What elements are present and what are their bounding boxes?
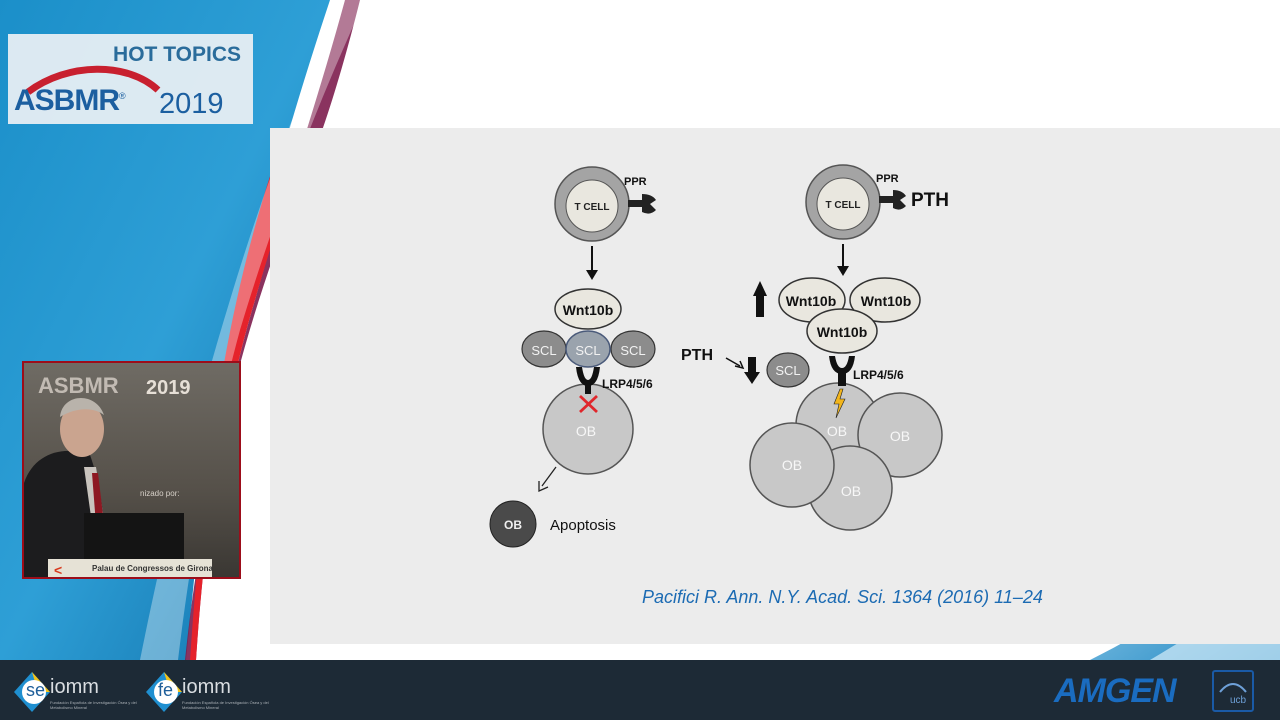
- video-organizer-text: nizado por:: [140, 489, 180, 498]
- podium-banner: < Palau de Congressos de Girona: [48, 559, 213, 578]
- video-backdrop-year: 2019: [146, 377, 191, 399]
- feiomm-name: iomm: [182, 676, 231, 698]
- ucb-emblem-icon: [1219, 683, 1247, 693]
- osteoblast-right-side: [857, 392, 943, 478]
- pth-arrow: [725, 357, 741, 367]
- wnt10b-ligand-2: [849, 277, 921, 323]
- ppr-receptor-icon: [628, 194, 656, 214]
- osteoblast-right-left: [749, 422, 835, 508]
- lrp-label-right: LRP4/5/6: [853, 368, 904, 382]
- citation-text: Pacifici R. Ann. N.Y. Acad. Sci. 1364 (2…: [642, 587, 1043, 607]
- pth-bound-label: PTH: [911, 190, 949, 211]
- ucb-logo: ucb: [1212, 670, 1254, 712]
- arrow-to-apoptosis: [541, 466, 557, 487]
- decrease-arrow-icon: [744, 357, 760, 384]
- scl-right-panel: [766, 352, 810, 388]
- blocked-signal-icon: [579, 394, 598, 414]
- scl-label-2: SCL: [575, 343, 600, 358]
- apoptosis-label: Apoptosis: [550, 517, 616, 534]
- ppr-label: PPR: [624, 176, 647, 188]
- ob-label-right-4: OB: [841, 483, 861, 499]
- lrp-receptor-right-icon: [829, 356, 855, 374]
- ob-label-left: OB: [576, 423, 596, 439]
- podium-text: Palau de Congressos de Girona: [92, 564, 213, 573]
- scl-label-1: SCL: [531, 343, 556, 358]
- feiomm-logo: fe iomm Fundación Española de Investigac…: [144, 670, 269, 714]
- increase-arrow-icon: [753, 281, 767, 317]
- speaker-video: ASBMR 2019 nizado por: < Palau de Congre…: [22, 361, 241, 579]
- scl-right: [610, 330, 656, 368]
- ppr-label-right: PPR: [876, 173, 899, 185]
- ucb-text: ucb: [1230, 695, 1247, 706]
- t-cell-label-right: T CELL: [826, 200, 861, 211]
- t-cell-inner-right: [816, 177, 870, 231]
- seiomm-name: iomm: [50, 676, 99, 698]
- ob-label-right-3: OB: [782, 457, 802, 473]
- signal-bolt-icon: [833, 388, 846, 419]
- seiomm-emblem-icon: [14, 672, 50, 712]
- footer-bar: se iomm Fundación Española de Investigac…: [0, 660, 1280, 720]
- wnt10b-label: Wnt10b: [563, 302, 614, 318]
- lrp-receptor-icon: [576, 367, 600, 386]
- scl-label-right: SCL: [775, 363, 800, 378]
- slide-panel: [270, 128, 1280, 644]
- scl-label-3: SCL: [620, 343, 645, 358]
- apoptotic-ob-label: OB: [504, 518, 522, 532]
- pth-label: PTH: [681, 347, 713, 364]
- wnt10b-label-1: Wnt10b: [786, 293, 837, 309]
- pth-wnt-signaling-diagram: T CELL PPR Wnt10b SCL SCL SCL LRP4/5/6 O…: [489, 164, 949, 548]
- scl-center: [565, 330, 611, 368]
- seiomm-logo: se iomm Fundación Española de Investigac…: [12, 670, 137, 714]
- asbmr-wordmark: ASBMR®: [14, 84, 126, 117]
- arrow-head: [586, 270, 598, 280]
- feiomm-emblem-icon: [146, 672, 182, 712]
- wnt10b-ligand-3: [806, 308, 878, 354]
- hot-topics-label: HOT TOPICS: [113, 43, 241, 66]
- logo-swoosh-icon: [25, 65, 161, 95]
- right-panel: T CELL PPR PTH Wnt10b Wnt10b Wnt10b PTH …: [681, 164, 949, 531]
- podium-logo-icon: <: [54, 562, 63, 578]
- ob-label-right-1: OB: [827, 423, 847, 439]
- wnt10b-ligand: [554, 288, 622, 330]
- speaker-figure: [24, 397, 184, 577]
- lrp-label: LRP4/5/6: [602, 377, 653, 391]
- ppr-receptor-right-icon: [879, 190, 906, 210]
- left-panel: T CELL PPR Wnt10b SCL SCL SCL LRP4/5/6 O…: [489, 166, 656, 548]
- feiomm-initials: fe: [158, 680, 174, 700]
- wnt10b-label-3: Wnt10b: [817, 324, 868, 340]
- video-backdrop-brand: ASBMR: [38, 373, 119, 398]
- seiomm-initials: se: [26, 680, 46, 700]
- t-cell-inner: [565, 179, 619, 233]
- logo-year: 2019: [159, 88, 224, 120]
- ob-label-right-2: OB: [890, 428, 910, 444]
- amgen-logo: AMGEN: [1054, 672, 1177, 710]
- apoptotic-osteoblast: [489, 500, 537, 548]
- asbmr-logo: HOT TOPICS ASBMR® 2019: [8, 34, 253, 124]
- wnt10b-label-2: Wnt10b: [861, 293, 912, 309]
- feiomm-description: Fundación Española de Investigación Ósea…: [182, 700, 269, 710]
- t-cell-label: T CELL: [575, 202, 610, 213]
- seiomm-description: Fundación Española de Investigación Ósea…: [50, 700, 137, 710]
